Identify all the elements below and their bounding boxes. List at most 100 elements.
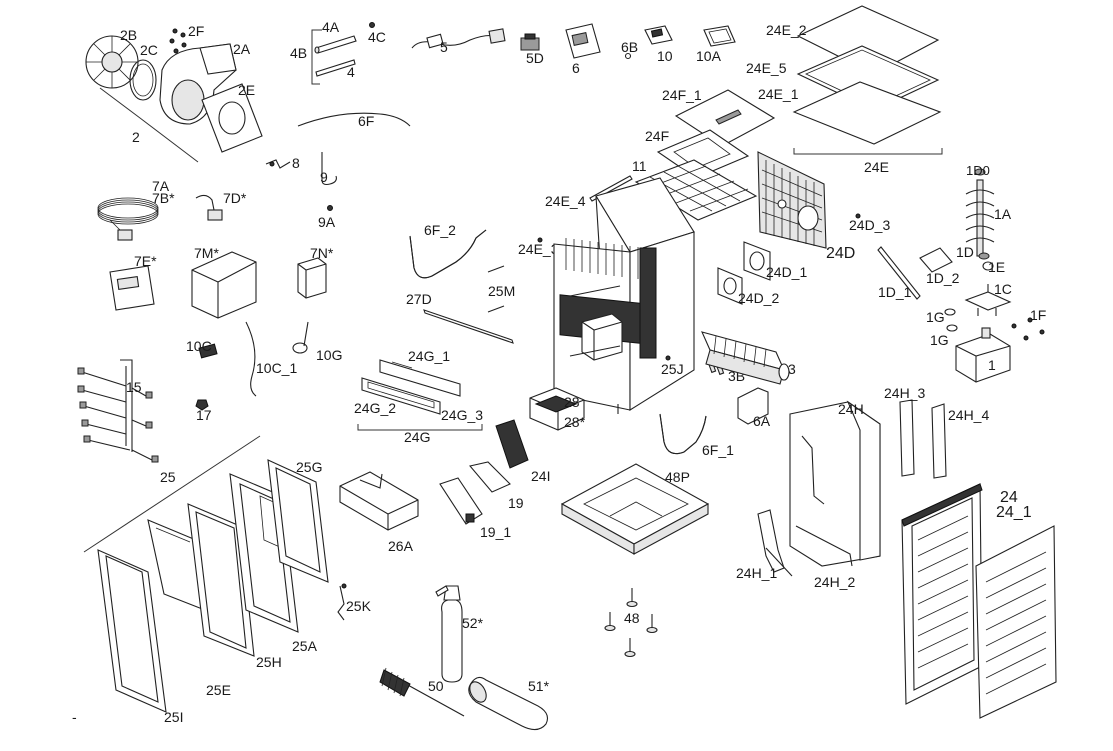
label-2F: 2F bbox=[188, 23, 204, 39]
label-24E_2: 24E_2 bbox=[766, 22, 807, 38]
label-19: 19 bbox=[508, 495, 524, 511]
part-24H_1-lever bbox=[757, 509, 793, 577]
part-1D0-bearing bbox=[974, 168, 986, 176]
label-4A: 4A bbox=[322, 19, 340, 35]
part-9-probe bbox=[321, 152, 337, 186]
part-24D-back-panel bbox=[757, 151, 827, 249]
part-7M-box bbox=[191, 251, 257, 319]
label-24G_3: 24G_3 bbox=[441, 407, 483, 423]
part-25I-outer-frame bbox=[97, 549, 167, 713]
label-24E_5: 24E_5 bbox=[746, 60, 787, 76]
part-6F-cable bbox=[297, 112, 411, 127]
part-4-rod bbox=[315, 59, 356, 77]
part-10C_1-cable bbox=[245, 321, 257, 397]
label-7A: 7A bbox=[152, 178, 170, 194]
label-24H_1: 24H_1 bbox=[736, 565, 777, 581]
label-10C: 10C bbox=[186, 338, 212, 354]
label-7B: 7B* bbox=[152, 190, 175, 206]
label-1D_1: 1D_1 bbox=[878, 284, 912, 300]
label-25E: 25E bbox=[206, 682, 231, 698]
label-2A: 2A bbox=[233, 41, 251, 57]
label-24G_2: 24G_2 bbox=[354, 400, 396, 416]
part-24H-side-cover bbox=[789, 400, 881, 567]
part-1C-motor-mount bbox=[964, 284, 1012, 316]
part-7N-box bbox=[297, 257, 327, 299]
label-24H_4: 24H_4 bbox=[948, 407, 989, 423]
label-24D: 24D bbox=[826, 245, 855, 262]
part-28-ash-drawer bbox=[529, 387, 585, 431]
label-27D: 27D bbox=[406, 291, 432, 307]
label-8: 8 bbox=[292, 155, 300, 171]
label-24H_2: 24H_2 bbox=[814, 574, 855, 590]
label-48: 48 bbox=[624, 610, 640, 626]
label-1D: 1D bbox=[956, 244, 974, 260]
label-24E_4: 24E_4 bbox=[545, 193, 586, 209]
part-17-nut bbox=[195, 399, 209, 411]
label-1F: 1F bbox=[1030, 307, 1046, 323]
group-24G-bracket bbox=[357, 424, 483, 431]
label-11: 11 bbox=[632, 158, 647, 174]
part-25M-clips bbox=[487, 265, 505, 313]
part-24G_2-gasket bbox=[361, 377, 441, 415]
label-24E: 24E bbox=[864, 159, 889, 175]
label-50: 50 bbox=[428, 678, 444, 694]
part-48-feet bbox=[604, 588, 658, 658]
part-6-control-box bbox=[565, 23, 601, 59]
label-1A: 1A bbox=[994, 206, 1012, 222]
part-24D_1-flange bbox=[743, 241, 771, 281]
label-7E: 7E* bbox=[134, 253, 157, 269]
label-24H: 24H bbox=[838, 401, 864, 417]
part-6A-bracket bbox=[737, 387, 769, 425]
label-48P: 48P bbox=[665, 469, 690, 485]
part-27D-bar bbox=[423, 309, 514, 344]
part-24_1-side-panel bbox=[975, 525, 1057, 719]
label-25I: 25I bbox=[164, 709, 183, 725]
label-10A: 10A bbox=[696, 48, 722, 64]
part-9A-nut bbox=[327, 205, 333, 211]
label-24D_2: 24D_2 bbox=[738, 290, 779, 306]
label-2: 2 bbox=[132, 129, 140, 145]
label-6F_2: 6F_2 bbox=[424, 222, 456, 238]
label-26A: 26A bbox=[388, 538, 414, 554]
label-24D_1: 24D_1 bbox=[766, 264, 807, 280]
label-2B: 2B bbox=[120, 27, 137, 43]
label-28s: 28* bbox=[564, 414, 586, 430]
label-dash: - bbox=[72, 709, 77, 725]
part-7E-thermostat bbox=[109, 265, 155, 311]
label-7M: 7M* bbox=[194, 245, 219, 261]
part-1D_1-bar bbox=[877, 246, 921, 300]
label-25: 25 bbox=[160, 469, 176, 485]
label-25J: 25J bbox=[661, 361, 684, 377]
part-1D_2-bracket bbox=[919, 247, 953, 273]
part-24E_3-screw bbox=[537, 237, 543, 243]
label-1G-a: 1G bbox=[926, 309, 945, 325]
label-5D: 5D bbox=[526, 50, 544, 66]
label-52: 52* bbox=[462, 615, 484, 631]
label-24E_1: 24E_1 bbox=[758, 86, 799, 102]
part-2C-gasket-ring bbox=[129, 59, 157, 101]
label-1G-b: 1G bbox=[930, 332, 949, 348]
label-28: 28 bbox=[564, 394, 580, 410]
part-3-burner-pot bbox=[701, 331, 790, 385]
label-25H: 25H bbox=[256, 654, 282, 670]
part-6B-button bbox=[624, 52, 632, 60]
label-4C: 4C bbox=[368, 29, 386, 45]
part-10A-frame bbox=[703, 25, 736, 47]
part-51-tube-roll bbox=[468, 676, 549, 731]
part-7D-sensor bbox=[195, 194, 223, 221]
label-24: 24 bbox=[1000, 489, 1018, 506]
part-52-spray-bottle bbox=[435, 585, 463, 683]
label-24_1: 24_1 bbox=[996, 504, 1032, 521]
group-25-bracket bbox=[83, 435, 261, 553]
label-24H_3: 24H_3 bbox=[884, 385, 925, 401]
part-4C-nut bbox=[369, 22, 375, 28]
part-6F_1-hose bbox=[659, 413, 707, 455]
label-7N: 7N* bbox=[310, 245, 334, 261]
part-2A-fan-housing bbox=[159, 43, 237, 125]
part-24D_2-flange bbox=[717, 267, 743, 305]
part-5D-connector bbox=[520, 33, 540, 51]
part-24H_2-rod bbox=[795, 525, 853, 567]
part-10C-connector bbox=[198, 343, 218, 359]
label-6: 6 bbox=[572, 60, 580, 76]
